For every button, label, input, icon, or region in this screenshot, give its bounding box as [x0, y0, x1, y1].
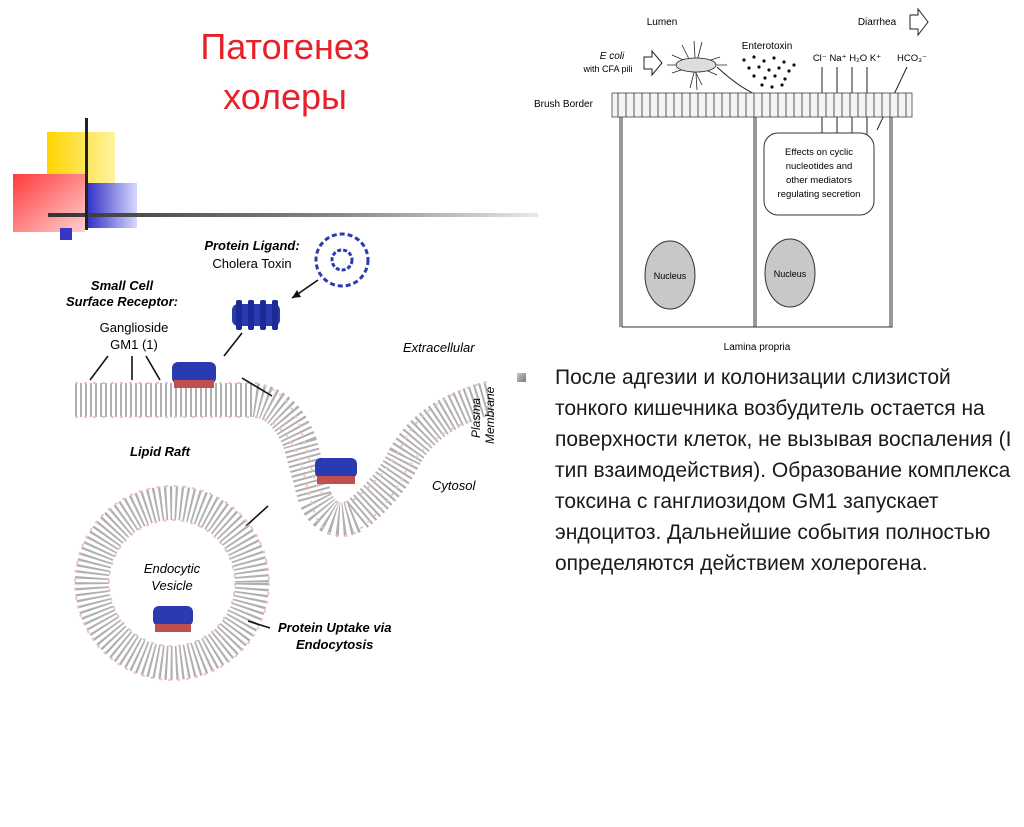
label-receptor-4: GM1 (1): [110, 337, 158, 352]
label-endocytic-2: Vesicle: [151, 578, 192, 593]
effects-line-3: other mediators: [786, 175, 852, 186]
effects-line-4: regulating secretion: [778, 189, 861, 200]
toxin-pentamer-icon: [232, 300, 280, 330]
brush-border: [611, 92, 913, 118]
title-line-1: Патогенез: [200, 26, 370, 67]
label-hco3: HCO₃⁻: [897, 53, 927, 64]
label-receptor-2: Surface Receptor:: [66, 294, 178, 309]
small-blue-square: [60, 228, 72, 240]
nucleus-left: Nucleus: [644, 240, 696, 310]
enterotoxin-dots: [742, 55, 796, 89]
label-plasma-1: Plasma: [469, 398, 483, 438]
label-ligand-1: Protein Ligand:: [204, 238, 299, 253]
label-receptor-3: Ganglioside: [100, 320, 169, 335]
nucleus-right-label: Nucleus: [774, 269, 807, 279]
arrow-uptake: [247, 620, 271, 629]
arrow-pentamer: [223, 332, 243, 357]
toxin-bound-raft: [172, 362, 216, 388]
label-plasma-2: Membrane: [483, 386, 497, 444]
diarrhea-arrow-icon: [909, 7, 929, 37]
label-uptake-2: Endocytosis: [296, 637, 373, 652]
title-line-2: холеры: [223, 76, 347, 117]
arrow-endocytosis: [245, 505, 269, 527]
effects-line-1: Effects on cyclic: [785, 147, 853, 158]
ecoli-arrow-icon: [643, 49, 663, 77]
label-uptake-1: Protein Uptake via: [278, 620, 391, 635]
effects-line-2: nucleotides and: [786, 161, 853, 172]
cholera-toxin-icon: [314, 232, 370, 288]
label-brush-border: Brush Border: [534, 99, 594, 110]
label-lipid-raft: Lipid Raft: [130, 444, 191, 459]
arrow-raft: [241, 377, 273, 397]
label-ligand-2: Cholera Toxin: [212, 256, 291, 271]
label-endocytic-1: Endocytic: [144, 561, 201, 576]
enterocyte-diagram: Lumen Diarrhea E coli with CFA pili Ente…: [534, 7, 929, 353]
label-cfa: with CFA pili: [582, 64, 632, 74]
red-square: [13, 174, 85, 232]
endocytic-vesicle: [75, 486, 269, 680]
toxin-bound-membrane: [315, 458, 357, 484]
label-lamina-propria: Lamina propria: [724, 342, 791, 353]
label-cytosol: Cytosol: [432, 478, 476, 493]
decorative-squares: [13, 118, 538, 240]
epithelial-cells: [619, 117, 893, 328]
toxin-in-vesicle: [153, 606, 193, 632]
nucleus-right: Nucleus: [764, 238, 816, 308]
label-extracellular: Extracellular: [403, 340, 475, 355]
label-ions: Cl⁻ Na⁺ H₂O K⁺: [813, 53, 881, 64]
slide-title: Патогенез холеры: [150, 22, 420, 122]
label-enterotoxin: Enterotoxin: [742, 41, 793, 52]
label-lumen: Lumen: [647, 17, 678, 28]
slide-body-text: После адгезии и колонизации слизистой то…: [555, 366, 1012, 575]
horizontal-line: [48, 213, 538, 217]
label-ecoli: E coli: [600, 51, 625, 62]
label-diarrhea: Diarrhea: [858, 17, 897, 28]
effects-box: Effects on cyclic nucleotides and other …: [763, 132, 875, 216]
label-receptor-1: Small Cell: [91, 278, 154, 293]
bullet-icon: [517, 373, 526, 382]
nucleus-left-label: Nucleus: [654, 271, 687, 281]
blue-square: [82, 183, 137, 228]
lipid-raft-diagram: Protein Ligand: Cholera Toxin Small Cell…: [66, 232, 497, 681]
ecoli-bacterium-icon: [667, 40, 727, 91]
vertical-line: [85, 118, 88, 230]
receptor-arrows: [89, 355, 161, 381]
